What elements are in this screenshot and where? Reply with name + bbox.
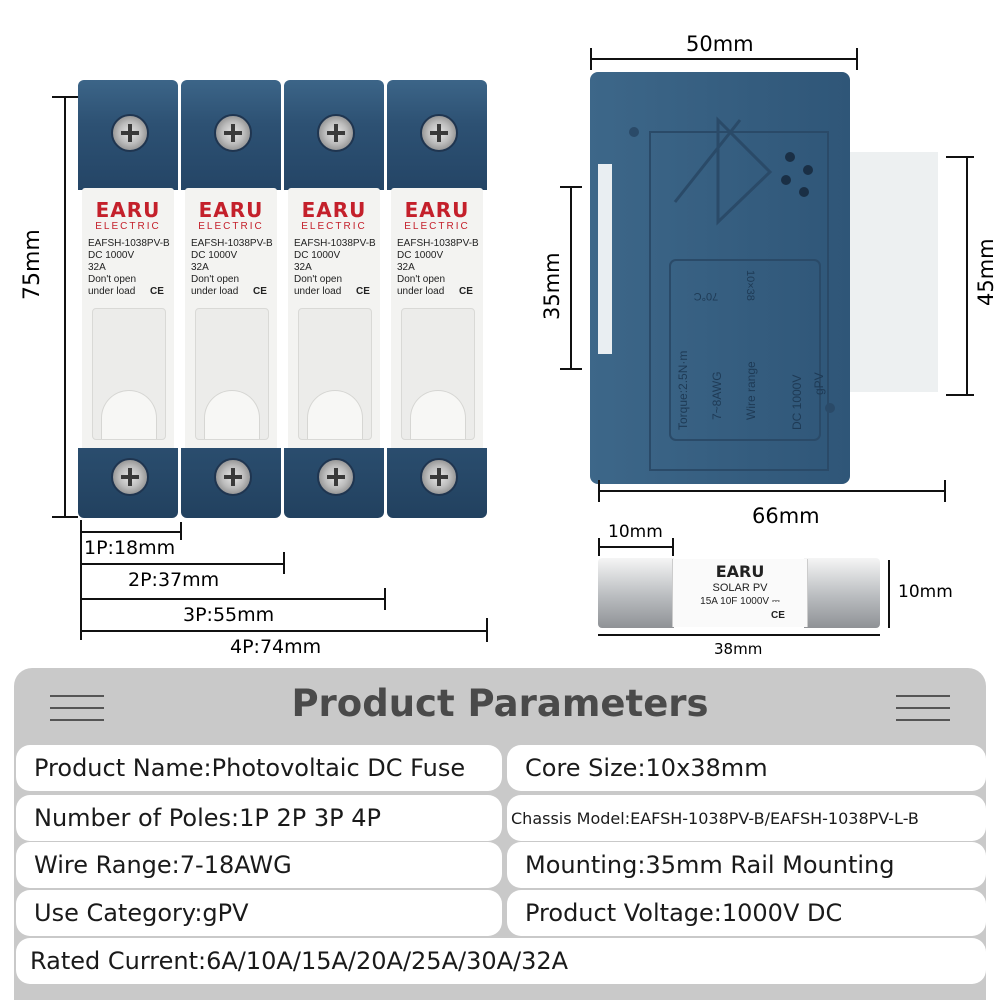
param-cell: Core Size:10x38mm xyxy=(507,745,986,791)
model-label: EAFSH-1038PV-B xyxy=(88,238,170,249)
terminal-screw-icon xyxy=(111,458,149,496)
chassis-torque-mark: Torque:2.5N·m xyxy=(676,350,690,430)
chassis-category-mark: gPV xyxy=(812,372,826,395)
fuse-cap-label: 10mm xyxy=(608,522,663,542)
fuse-window xyxy=(298,308,372,440)
current-label: 32A xyxy=(191,262,209,273)
param-cell: Product Voltage:1000V DC xyxy=(507,890,986,936)
width-label: 50mm xyxy=(686,32,754,56)
rail-label: 35mm xyxy=(540,252,564,320)
voltage-label: DC 1000V xyxy=(88,250,135,261)
terminal-screw-icon xyxy=(420,458,458,496)
ce-mark: CE xyxy=(459,286,473,297)
brand-logo: EARU xyxy=(95,198,161,222)
fuse-window xyxy=(195,308,269,440)
chassis-voltage-mark: DC 1000V xyxy=(790,374,804,430)
parameters-title: Product Parameters xyxy=(291,682,709,725)
brand-sub: ELECTRIC xyxy=(404,221,470,232)
pole-3-label: 3P:55mm xyxy=(183,604,275,626)
brand-sub: ELECTRIC xyxy=(95,221,161,232)
brand-logo: EARU xyxy=(404,198,470,222)
param-cell: Wire Range:7-18AWG xyxy=(16,842,502,888)
brand-sub: ELECTRIC xyxy=(198,221,264,232)
menu-lines-icon xyxy=(896,695,950,721)
warning-label: under load xyxy=(294,286,342,297)
ce-mark: CE xyxy=(253,286,267,297)
param-cell: Mounting:35mm Rail Mounting xyxy=(507,842,986,888)
fuse-brand: EARU xyxy=(715,562,765,581)
fuse-holder-module: EARU ELECTRIC EAFSH-1038PV-B DC 1000V 32… xyxy=(181,80,281,518)
voltage-label: DC 1000V xyxy=(191,250,238,261)
ce-mark: CE xyxy=(356,286,370,297)
chassis-outline xyxy=(598,116,835,471)
height-45-label: 45mm xyxy=(974,238,998,306)
terminal-screw-icon xyxy=(420,114,458,152)
warning-label: under load xyxy=(88,286,136,297)
fuse-holder-module: EARU ELECTRIC EAFSH-1038PV-B DC 1000V 32… xyxy=(78,80,178,518)
warning-label: Don't open xyxy=(191,274,240,285)
current-label: 32A xyxy=(397,262,415,273)
pole-1-label: 1P:18mm xyxy=(84,537,176,559)
param-cell: Chassis Model:EAFSH-1038PV-B/EAFSH-1038P… xyxy=(507,795,986,841)
model-label: EAFSH-1038PV-B xyxy=(294,238,376,249)
brand-logo: EARU xyxy=(301,198,367,222)
fuse-length-label: 38mm xyxy=(714,640,763,658)
fuse-window xyxy=(401,308,475,440)
chassis-awg-mark: 7~8AWG xyxy=(710,371,724,420)
fuse-window xyxy=(92,308,166,440)
chassis-size-mark: 10×38 xyxy=(744,270,756,301)
terminal-screw-icon xyxy=(317,458,355,496)
terminal-screw-icon xyxy=(214,458,252,496)
chassis-temp-mark: 70°C xyxy=(693,290,719,302)
ce-mark: CE xyxy=(150,286,164,297)
param-cell: Product Name:Photovoltaic DC Fuse xyxy=(16,745,502,791)
param-cell: Use Category:gPV xyxy=(16,890,502,936)
voltage-label: DC 1000V xyxy=(294,250,341,261)
voltage-label: DC 1000V xyxy=(397,250,444,261)
pole-2-label: 2P:37mm xyxy=(128,569,220,591)
depth-label: 66mm xyxy=(752,504,820,528)
model-label: EAFSH-1038PV-B xyxy=(397,238,479,249)
terminal-screw-icon xyxy=(111,114,149,152)
warning-label: under load xyxy=(397,286,445,297)
warning-label: under load xyxy=(191,286,239,297)
pole-4-label: 4P:74mm xyxy=(230,636,322,658)
fuse-holder-module: EARU ELECTRIC EAFSH-1038PV-B DC 1000V 32… xyxy=(284,80,384,518)
fuse-holder-module: EARU ELECTRIC EAFSH-1038PV-B DC 1000V 32… xyxy=(387,80,487,518)
current-label: 32A xyxy=(88,262,106,273)
ce-mark: CE xyxy=(771,610,785,621)
warning-label: Don't open xyxy=(88,274,137,285)
warning-label: Don't open xyxy=(397,274,446,285)
chassis-wire-range-mark: Wire range xyxy=(744,361,758,420)
terminal-screw-icon xyxy=(317,114,355,152)
fuse-type: SOLAR PV xyxy=(712,582,768,594)
fuse-rating: 15A 10F 1000V ⎓ xyxy=(700,596,780,607)
brand-sub: ELECTRIC xyxy=(301,221,367,232)
height-label: 75mm xyxy=(20,229,45,300)
warning-label: Don't open xyxy=(294,274,343,285)
terminal-screw-icon xyxy=(214,114,252,152)
menu-lines-icon xyxy=(50,695,104,721)
param-cell: Number of Poles:1P 2P 3P 4P xyxy=(16,795,502,841)
fuse-diameter-label: 10mm xyxy=(898,582,953,602)
brand-logo: EARU xyxy=(198,198,264,222)
param-cell-full: Rated Current:6A/10A/15A/20A/25A/30A/32A xyxy=(16,938,986,984)
model-label: EAFSH-1038PV-B xyxy=(191,238,273,249)
current-label: 32A xyxy=(294,262,312,273)
